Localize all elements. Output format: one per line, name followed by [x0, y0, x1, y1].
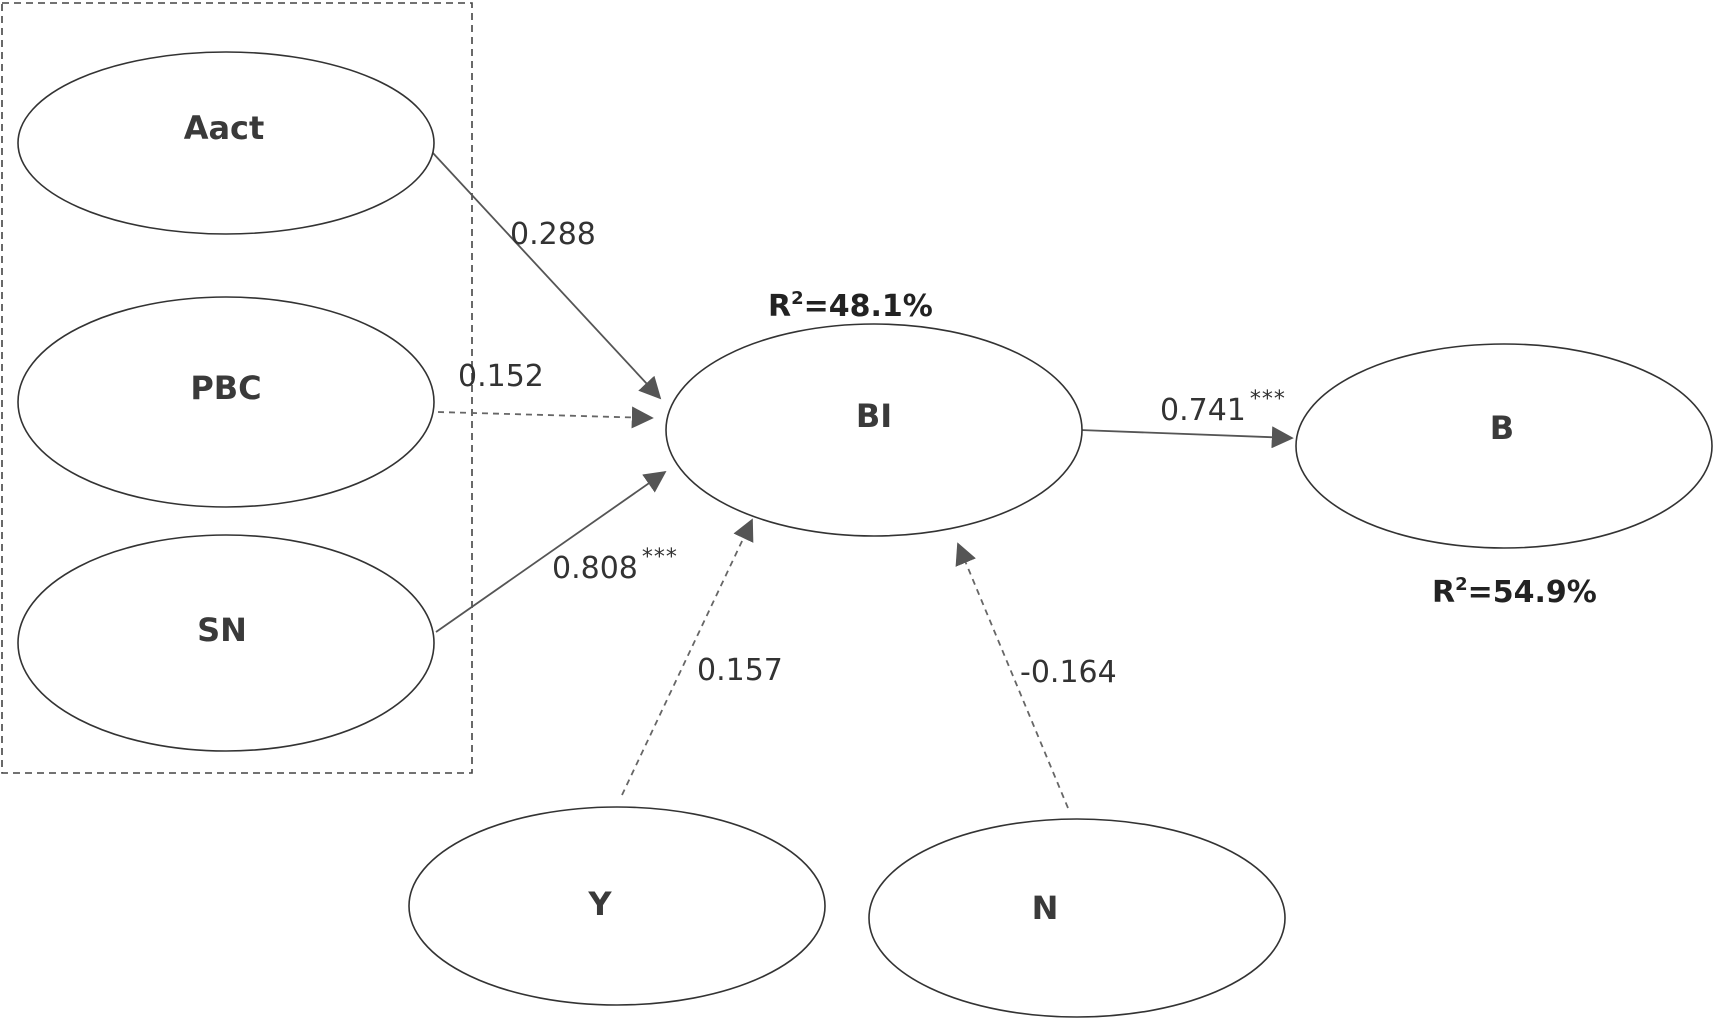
r-squared-b: R2=54.9%	[1432, 574, 1597, 610]
node-n: N	[868, 818, 1286, 1018]
r-squared-bi: R2=48.1%	[768, 288, 933, 324]
exogenous-group-box	[1, 2, 473, 774]
path-sn-to-bi	[435, 470, 667, 633]
node-bi-label: BI	[856, 397, 892, 435]
path-aact-to-bi	[431, 151, 662, 400]
path-pbc-to-bi	[437, 406, 654, 429]
node-pbc-label: PBC	[190, 369, 261, 407]
node-sn-label: SN	[197, 611, 247, 649]
node-aact: Aact	[17, 51, 435, 235]
path-bi-to-b	[1079, 426, 1294, 449]
coef-bi-b: 0.741***	[1160, 387, 1286, 428]
node-y: Y	[408, 806, 826, 1006]
path-n-to-bi	[955, 542, 1069, 809]
node-y-label: Y	[587, 885, 612, 923]
node-b: B	[1295, 343, 1713, 549]
node-sn: SN	[17, 534, 435, 752]
node-b-label: B	[1490, 409, 1514, 447]
node-bi: BI	[665, 323, 1083, 537]
coef-pbc-bi: 0.152	[458, 359, 544, 394]
path-y-to-bi	[621, 518, 754, 796]
coef-sn-bi: 0.808***	[552, 545, 678, 586]
node-n-label: N	[1032, 889, 1059, 927]
coef-n-bi: -0.164	[1020, 655, 1117, 690]
coef-y-bi: 0.157	[697, 653, 783, 688]
node-aact-label: Aact	[184, 109, 265, 147]
coef-aact-bi: 0.288	[510, 217, 596, 252]
node-pbc: PBC	[17, 296, 435, 508]
